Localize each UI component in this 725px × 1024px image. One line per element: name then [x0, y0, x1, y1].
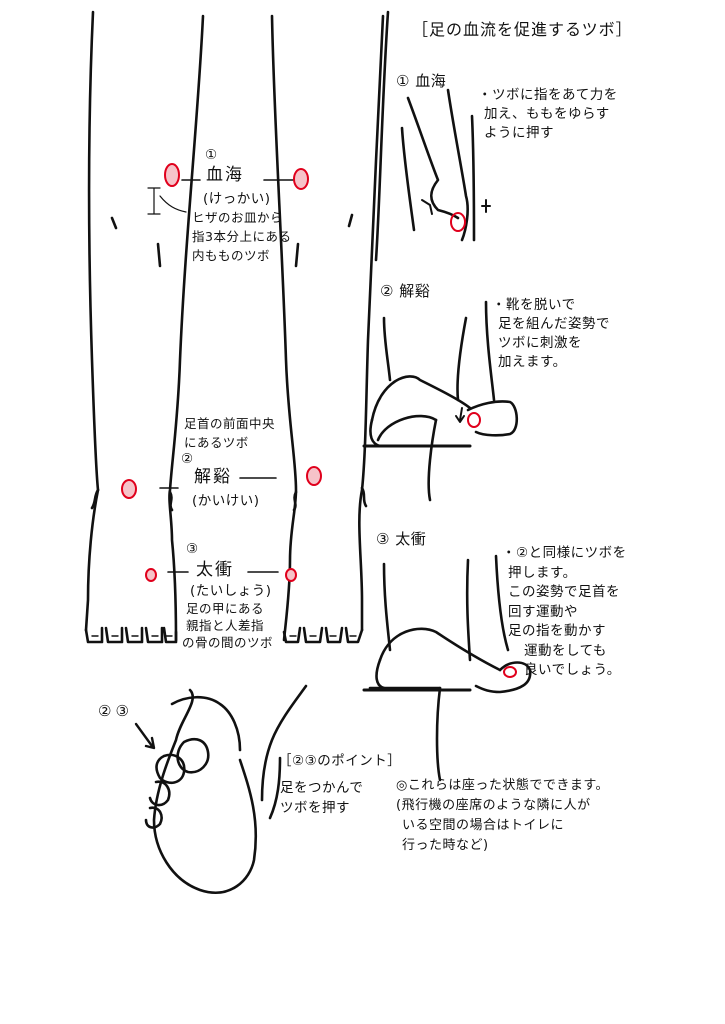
seated-note: ◎これらは座った状態でできます。 (飛行機の座席のような隣に人が いる空間の場合…	[396, 778, 610, 853]
point-left-taisho	[145, 568, 157, 582]
point1-reading: (けっかい)	[203, 191, 271, 207]
point1-name: 血海	[206, 165, 244, 185]
grip-heading: ［②③のポイント］	[278, 753, 402, 769]
grip-description: 足をつかんで ツボを押す	[280, 780, 364, 816]
left-leg-outline	[84, 10, 100, 632]
point-left-kaikei	[121, 479, 137, 499]
point-left-kekkai	[164, 163, 180, 187]
point3-name: 太衝	[196, 560, 234, 580]
left-leg-inner-outline	[168, 14, 205, 642]
point2-name: 解谿	[194, 467, 232, 487]
point3-description: 足の甲にある 親指と人差指 の骨の間のツボ	[182, 601, 274, 650]
point2-reading: (かいけい)	[192, 493, 260, 509]
acupoint-markers	[121, 163, 517, 678]
point2-number: ②	[181, 451, 194, 467]
point1-description: ヒザのお皿から 指3本分上にある 内もものツボ	[192, 210, 292, 263]
point-right-taisho	[285, 568, 297, 582]
left-toes	[84, 626, 178, 644]
point-panel2	[467, 412, 481, 428]
right-leg-outline	[358, 14, 385, 632]
panel3-heading: ③ 太衝	[376, 530, 427, 548]
panel2-heading: ② 解谿	[380, 282, 431, 300]
point3-number: ③	[186, 541, 199, 557]
point-panel3	[503, 666, 517, 678]
panel3-description: ・②と同様にツボを 押します。 この姿勢で足首を 回す運動や 足の指を動かす 運…	[502, 545, 627, 678]
panel2-description: ・靴を脱いで 足を組んだ姿勢で ツボに刺激を 加えます。	[492, 297, 610, 370]
point-panel1	[450, 212, 466, 232]
panel1-description: ・ツボに指をあて力を 加え、ももをゆらす ように押す	[478, 87, 618, 141]
panel1-heading: ① 血海	[396, 72, 447, 90]
point3-reading: (たいしょう)	[190, 583, 272, 599]
page-title: ［足の血流を促進するツボ］	[412, 20, 633, 39]
point-right-kekkai	[293, 168, 309, 190]
point2-intro: 足首の前面中央 にあるツボ	[184, 416, 276, 450]
grip-markers: ②③	[98, 702, 133, 720]
grip-hand	[152, 688, 258, 894]
right-toes	[282, 626, 364, 644]
point-right-kaikei	[306, 466, 322, 486]
point1-number: ①	[205, 147, 218, 163]
right-leg-inner-outline	[270, 14, 298, 642]
